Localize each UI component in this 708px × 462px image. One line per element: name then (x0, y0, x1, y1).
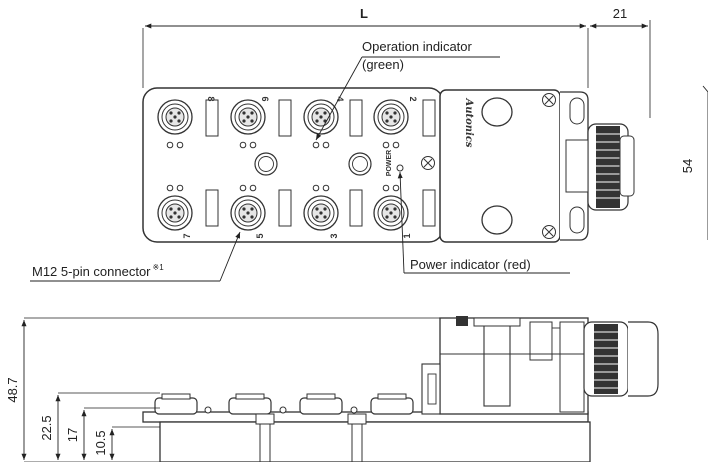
pin-label-7: 7 (182, 233, 192, 238)
dim-length-label: L (360, 6, 368, 21)
power-indicator-label: Power indicator (red) (410, 257, 531, 272)
connector-row-bottom: 7 5 3 1 (157, 184, 436, 239)
callout-power-indicator: Power indicator (red) (397, 171, 570, 274)
pin-label-1: 1 (402, 233, 412, 238)
cable-gland-top (565, 123, 635, 211)
operation-indicator-label: Operation indicator (362, 39, 473, 54)
callout-connector: M12 5-pin connector※1 (30, 231, 241, 282)
cable-gland-side (583, 321, 659, 397)
dim-side-width-label: 21 (613, 6, 627, 21)
power-label: POWER (386, 150, 393, 176)
dim-total-height-label: 48.7 (5, 377, 20, 402)
power-led (396, 164, 404, 172)
side-view: 48.7 22.5 17 10.5 (5, 316, 659, 462)
connector-label: M12 5-pin connector (32, 264, 151, 279)
dim-height-top-label: 54 (680, 159, 695, 173)
side-connectors (154, 393, 429, 425)
pin-label-8: 8 (206, 96, 216, 101)
top-view: L 21 54 (30, 6, 708, 282)
svg-text:M12 5-pin connector※1: M12 5-pin connector※1 (32, 263, 164, 279)
pin-label-5: 5 (255, 233, 265, 238)
connector-row-top: 8 6 4 2 (157, 96, 436, 149)
dim-height-1-label: 22.5 (39, 415, 54, 440)
connector-note: ※1 (153, 263, 165, 272)
dim-height-3-label: 10.5 (93, 430, 108, 455)
operation-indicator-color: (green) (362, 57, 404, 72)
dim-height-2-label: 17 (65, 428, 80, 442)
callout-operation-indicator: Operation indicator (green) (315, 39, 500, 141)
pin-label-3: 3 (329, 233, 339, 238)
pin-label-4: 4 (335, 96, 345, 101)
pin-label-2: 2 (408, 96, 418, 101)
pin-label-6: 6 (260, 96, 270, 101)
brand-label: Autonics (463, 97, 474, 147)
